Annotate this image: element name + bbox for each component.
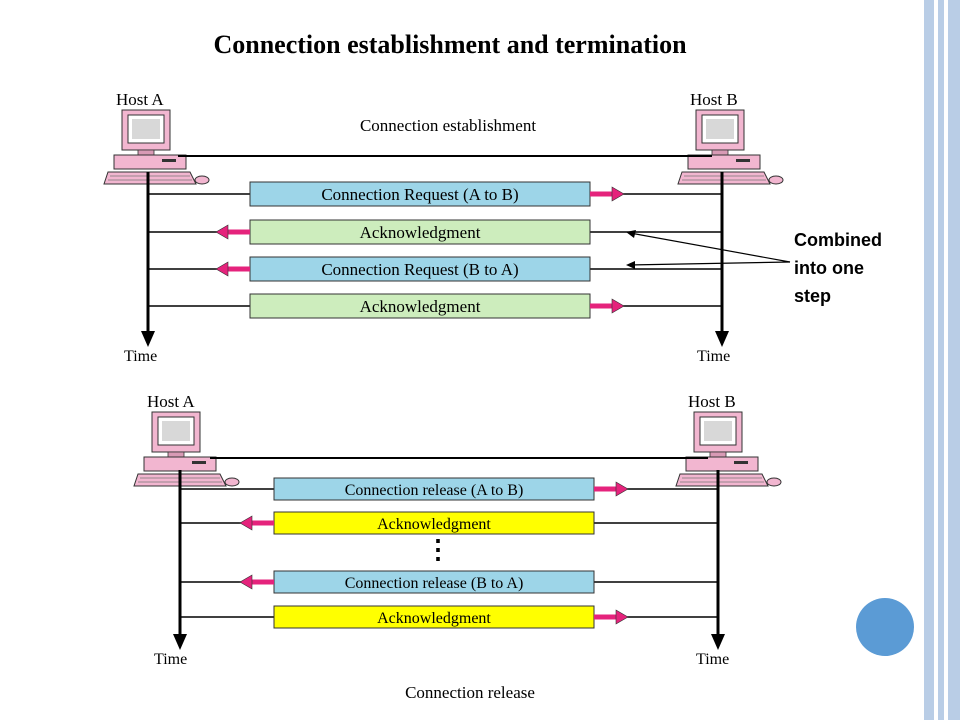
- host-a-label-top: Host A: [116, 90, 164, 109]
- establishment-section: Connection Request (A to B) Acknowledgmen…: [103, 109, 784, 347]
- arrow-left-icon: [239, 515, 253, 531]
- time-a-label-top: Time: [124, 348, 158, 365]
- message-label: Connection release (A to B): [345, 482, 524, 499]
- release-ellipsis: ⋮: [425, 535, 451, 564]
- host-a-computer-icon: [133, 411, 240, 487]
- message-box: [249, 181, 591, 207]
- combined-note-line-1: Combined: [794, 230, 882, 250]
- combined-note-line-3: step: [794, 286, 832, 306]
- slide-title: Connection establishment and termination: [213, 30, 687, 59]
- arrow-left-icon: [215, 224, 229, 240]
- message-label: Acknowledgment: [360, 297, 481, 316]
- host-a-label-bottom: Host A: [147, 392, 195, 411]
- establishment-caption: Connection establishment: [359, 116, 537, 135]
- host-a-time-arrow-icon: [141, 331, 155, 347]
- message-label: Acknowledgment: [377, 610, 491, 627]
- time-b-label-bottom: Time: [696, 651, 730, 668]
- host-b-label-bottom: Host B: [688, 392, 736, 411]
- combined-pointer-lines: [626, 230, 791, 269]
- release-section: Connection release (A to B) Acknowledgmen…: [133, 411, 782, 650]
- host-a-computer-icon: [103, 109, 210, 185]
- arrow-right-icon: [611, 298, 625, 314]
- arrow-left-icon: [215, 261, 229, 277]
- message-label: Connection Request (A to B): [321, 185, 518, 204]
- arrow-left-icon: [239, 574, 253, 590]
- arrow-right-icon: [615, 481, 629, 497]
- arrow-right-icon: [611, 186, 625, 202]
- message-label: Connection Request (B to A): [321, 260, 518, 279]
- time-a-label-bottom: Time: [154, 651, 188, 668]
- message-box: [249, 219, 591, 245]
- combined-note: Combined into one step: [794, 226, 882, 310]
- host-b-time-arrow-icon: [715, 331, 729, 347]
- message-label: Acknowledgment: [377, 516, 491, 533]
- side-circle: [856, 598, 914, 656]
- time-b-label-top: Time: [697, 348, 731, 365]
- host-b-computer-icon: [675, 411, 782, 487]
- release-caption: Connection release: [405, 683, 535, 702]
- host-b-label-top: Host B: [690, 90, 738, 109]
- message-box: [249, 256, 591, 282]
- host-b-time-arrow-icon: [711, 634, 725, 650]
- sequence-diagram: Connection Request (A to B) Acknowledgmen…: [103, 109, 791, 650]
- combined-note-line-2: into one: [794, 258, 864, 278]
- side-border: [918, 0, 960, 720]
- arrow-right-icon: [615, 609, 629, 625]
- message-label: Acknowledgment: [360, 223, 481, 242]
- host-a-time-arrow-icon: [173, 634, 187, 650]
- host-b-computer-icon: [677, 109, 784, 185]
- message-label: Connection release (B to A): [345, 575, 524, 592]
- message-box: [249, 293, 591, 319]
